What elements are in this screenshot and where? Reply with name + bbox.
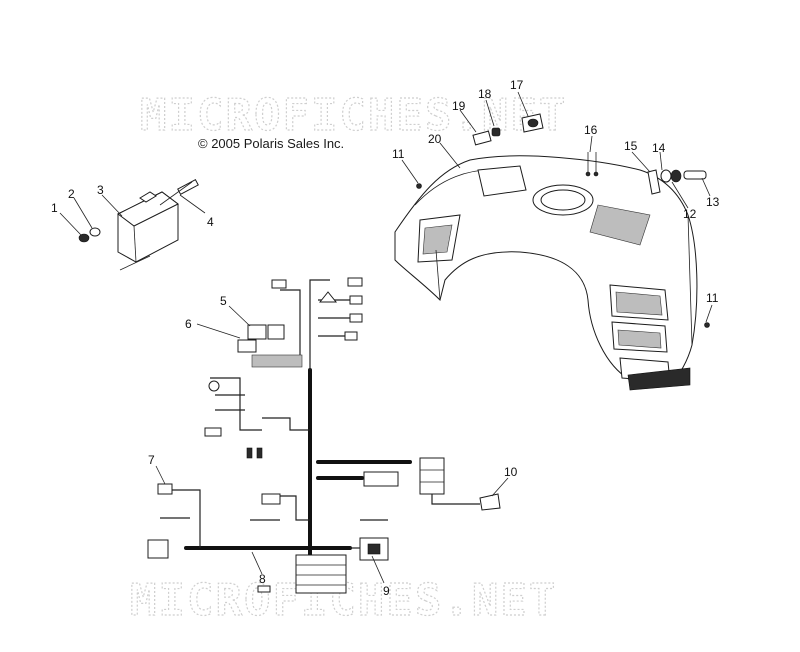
regulator-assembly xyxy=(78,178,199,271)
callout-16: 16 xyxy=(584,123,598,137)
callout-8: 8 xyxy=(259,572,266,586)
callout-10: 10 xyxy=(504,465,518,479)
callout-9: 9 xyxy=(383,584,390,598)
console-small-parts xyxy=(416,113,710,328)
copyright-text: © 2005 Polaris Sales Inc. xyxy=(198,136,344,151)
callout-11-right: 11 xyxy=(706,291,719,305)
callout-13: 13 xyxy=(706,195,720,209)
leader-lines xyxy=(59,91,713,584)
callout-15: 15 xyxy=(624,139,638,153)
console-panel xyxy=(394,155,698,391)
callout-14: 14 xyxy=(652,141,666,155)
callouts: 1 2 3 4 5 6 7 8 9 10 11 11 12 13 14 15 1… xyxy=(51,78,720,598)
callout-3: 3 xyxy=(97,183,104,197)
callout-11-top: 11 xyxy=(392,147,405,161)
callout-6: 6 xyxy=(185,317,192,331)
watermark-top: MICROFICHES.NET xyxy=(140,90,567,141)
callout-18: 18 xyxy=(478,87,492,101)
callout-20: 20 xyxy=(428,132,442,146)
callout-12: 12 xyxy=(683,207,697,221)
callout-4: 4 xyxy=(207,215,214,229)
callout-17: 17 xyxy=(510,78,524,92)
wiring-harness xyxy=(147,277,501,594)
callout-2: 2 xyxy=(68,187,75,201)
callout-5: 5 xyxy=(220,294,227,308)
callout-19: 19 xyxy=(452,99,466,113)
callout-7: 7 xyxy=(148,453,155,467)
callout-1: 1 xyxy=(51,201,58,215)
